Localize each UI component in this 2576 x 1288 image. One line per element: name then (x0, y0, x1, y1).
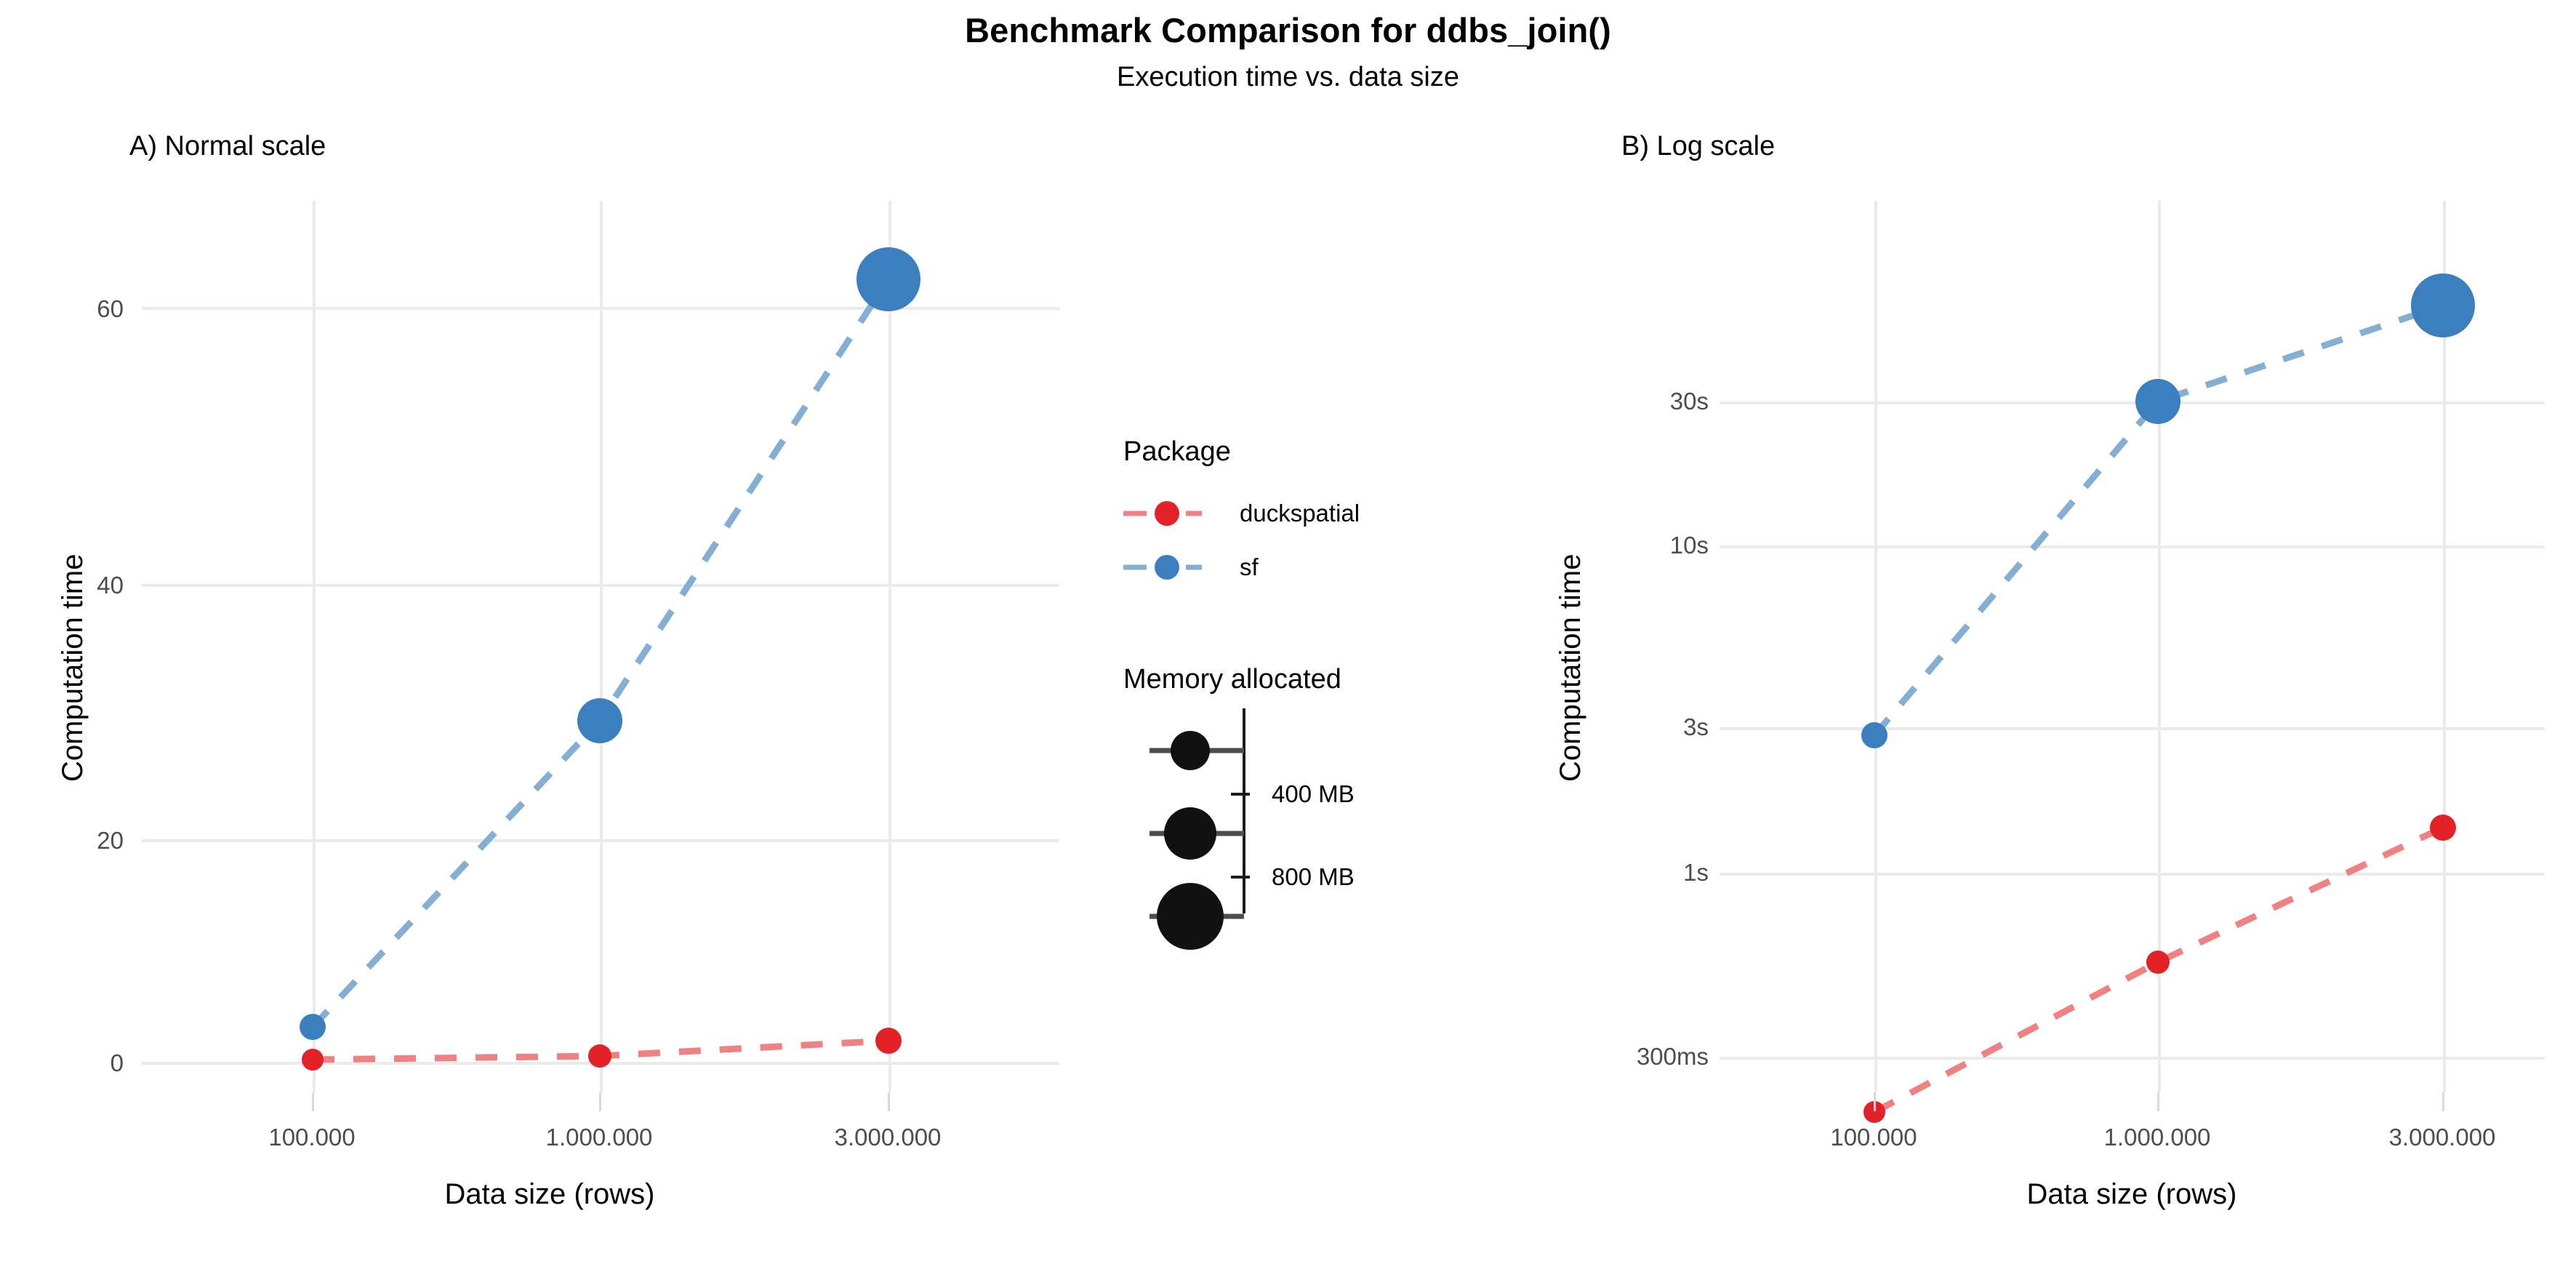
legend-memory-bubble-large (1157, 883, 1224, 950)
panel-a-xtick-3000000: 3.000.000 (834, 1124, 942, 1151)
page-subtitle: Execution time vs. data size (1117, 62, 1459, 92)
datapoint-duckspatial-1000000 (588, 1044, 611, 1068)
page-title: Benchmark Comparison for ddbs_join() (965, 11, 1611, 49)
datapoint-sf-3000000 (856, 247, 920, 311)
panel-a-ytick-40: 40 (97, 572, 124, 599)
panel-a-ytick-20: 20 (97, 827, 124, 854)
panel-a-xtick-1000000: 1.000.000 (545, 1124, 653, 1151)
panel-b-ytick-300ms: 300ms (1636, 1043, 1709, 1070)
datapoint-sf-1000000 (577, 698, 622, 743)
panel-a-ytick-0: 0 (110, 1049, 124, 1076)
gridline-y-3s (1720, 727, 2545, 730)
panel-a-xtickmark-3 (888, 1092, 890, 1111)
panel-b-ytick-1s: 1s (1683, 859, 1709, 886)
legend-memory-label-800: 800 MB (1272, 863, 1355, 890)
panel-b-title: B) Log scale (1621, 131, 1775, 161)
sf-line (1871, 302, 2444, 737)
panel-b-xtickmark-1 (1874, 1092, 1876, 1111)
panel-a-ytick-60: 60 (97, 295, 124, 322)
datapoint-duckspatial-3000000 (2430, 815, 2456, 841)
panel-a-x-axis-title: Data size (rows) (444, 1178, 655, 1210)
panel-a-series-lines (310, 277, 891, 1063)
gridline-y-300ms (1720, 1057, 2545, 1060)
panel-normal-scale: A) Normal scale Computation time 0 20 40… (0, 0, 1062, 1288)
legend-line-segment-right (1186, 511, 1202, 516)
legend-memory-bubble-small (1171, 731, 1210, 770)
panel-log-scale: B) Log scale Computation time 300ms 1s 3… (1527, 0, 2576, 1288)
panel-a-title: A) Normal scale (129, 131, 326, 161)
panel-b-y-axis-title: Computation time (1554, 553, 1586, 782)
panel-b-xtick-1000000: 1.000.000 (2103, 1124, 2211, 1151)
legend: Package duckspatial sf Memory allocated (1123, 436, 1487, 950)
legend-package-title: Package (1123, 436, 1231, 467)
datapoint-sf-100000 (300, 1014, 326, 1040)
panel-a-plot-area (142, 201, 1059, 1092)
datapoint-sf-1000000 (2135, 379, 2180, 424)
legend-memory-tick-800 (1231, 876, 1250, 879)
gridline-x-3000000 (888, 201, 891, 1092)
panel-b-xtickmark-3 (2442, 1092, 2444, 1111)
panel-a-xtickmark-2 (599, 1092, 601, 1111)
gridline-x-100000 (1874, 201, 1877, 1092)
gridline-x-100000 (313, 201, 316, 1092)
legend-line-segment-left (1123, 511, 1147, 516)
gridline-x-3000000 (2443, 201, 2446, 1092)
panel-b-xtickmark-2 (2157, 1092, 2159, 1111)
panel-b-xtick-100000: 100.000 (1830, 1124, 1917, 1151)
legend-key-sf (1123, 540, 1211, 594)
panel-b-plot-area (1720, 201, 2545, 1123)
legend-label-sf: sf (1240, 553, 1259, 580)
panel-b-ytick-10s: 10s (1669, 532, 1709, 559)
panel-b-x-axis-title: Data size (rows) (2026, 1178, 2237, 1210)
legend-item-duckspatial[interactable]: duckspatial (1123, 487, 1487, 540)
legend-memory-bubble-medium (1164, 807, 1216, 860)
legend-line-segment-left (1123, 564, 1147, 570)
duckspatial-line (1872, 824, 2444, 1115)
gridline-x-1000000 (2158, 201, 2161, 1092)
legend-key-duckspatial (1123, 487, 1211, 540)
panel-b-ytick-3s: 3s (1683, 713, 1709, 740)
datapoint-duckspatial-3000000 (875, 1028, 902, 1054)
gridline-y-30s (1720, 401, 2545, 404)
datapoint-duckspatial-100000 (302, 1049, 324, 1071)
datapoint-sf-3000000 (2411, 273, 2475, 337)
legend-item-sf[interactable]: sf (1123, 540, 1487, 594)
legend-memory-scale: 400 MB 800 MB (1123, 705, 1487, 950)
datapoint-duckspatial-1000000 (2146, 951, 2170, 974)
legend-memory-title: Memory allocated (1123, 664, 1341, 695)
panel-a-xtickmark-1 (312, 1092, 314, 1111)
gridline-y-10s (1720, 545, 2545, 548)
legend-point-duckspatial (1155, 501, 1179, 526)
sf-line (310, 277, 891, 1030)
panel-b-series-lines (1871, 302, 2444, 1115)
datapoint-sf-100000 (1861, 722, 1887, 748)
gridline-x-1000000 (600, 201, 603, 1092)
legend-line-segment-right (1186, 564, 1202, 570)
gridline-y-1s (1720, 873, 2545, 876)
legend-memory-tick-400 (1231, 793, 1250, 796)
panel-a-xtick-100000: 100.000 (268, 1124, 356, 1151)
panel-b-ytick-30s: 30s (1669, 388, 1709, 415)
legend-label-duckspatial: duckspatial (1240, 500, 1360, 527)
legend-memory-axis-line (1243, 708, 1245, 913)
panel-b-xtick-3000000: 3.000.000 (2388, 1124, 2496, 1151)
legend-point-sf (1155, 555, 1179, 580)
legend-memory-label-400: 400 MB (1272, 780, 1355, 807)
